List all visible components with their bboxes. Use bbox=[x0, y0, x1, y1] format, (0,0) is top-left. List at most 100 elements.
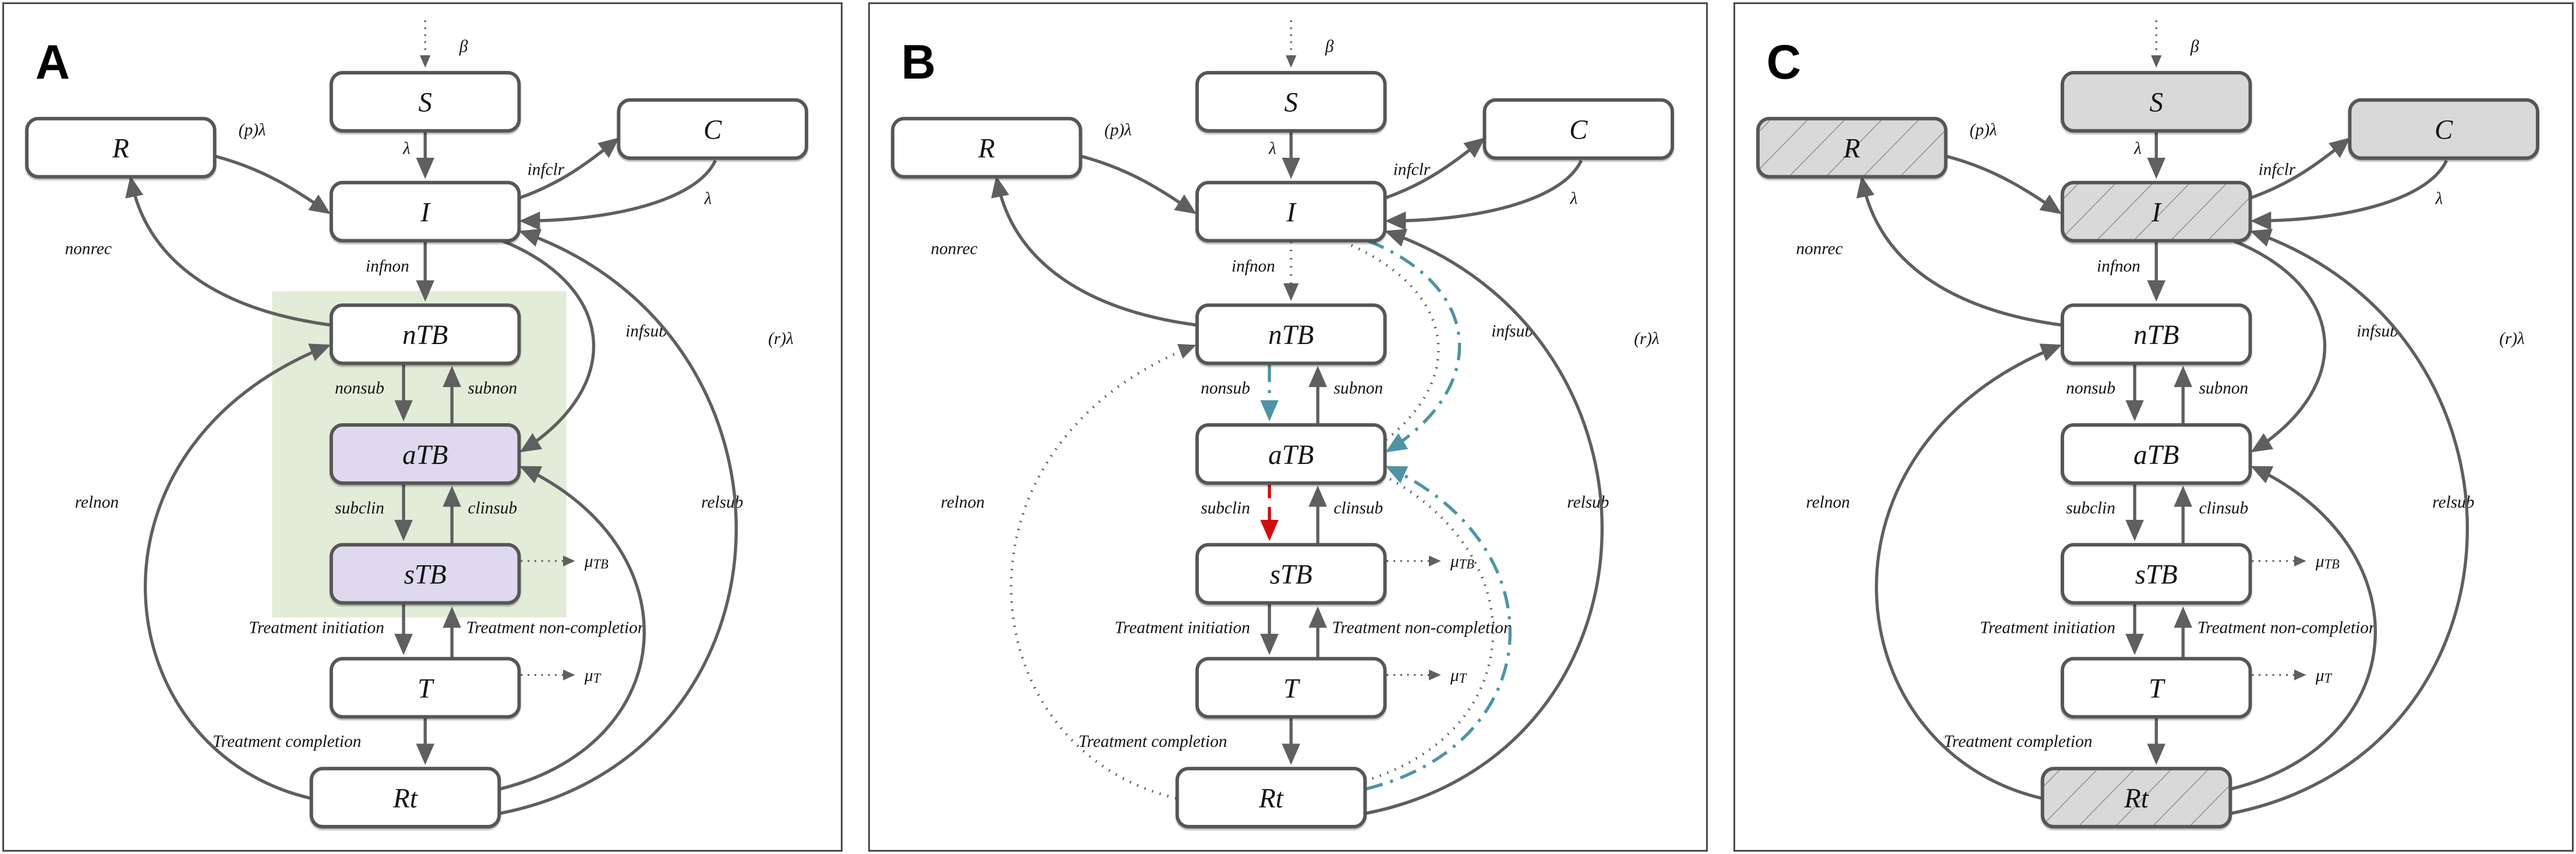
edge-infsub bbox=[1367, 239, 1461, 452]
node-label-R: R bbox=[1843, 133, 1860, 164]
edge-label-clinsub: clinsub bbox=[1333, 499, 1383, 518]
node-C bbox=[2348, 98, 2540, 160]
edge-infclr bbox=[519, 137, 620, 200]
edge-p_lambda bbox=[1081, 154, 1197, 214]
edge-relnon bbox=[143, 343, 331, 800]
edge-infclr bbox=[2251, 137, 2351, 200]
node-R-hatch bbox=[1760, 120, 1945, 175]
node-label-I: I bbox=[1286, 197, 1297, 228]
node-label-sTB: sTB bbox=[2135, 559, 2178, 590]
node-S bbox=[330, 70, 521, 133]
edge-label-trt_noncomp: Treatment non-completion bbox=[1332, 618, 1512, 637]
node-aTB bbox=[2061, 423, 2252, 485]
edge-relnon bbox=[1010, 343, 1197, 800]
panel-label-C: C bbox=[1767, 34, 1801, 89]
edge-label-p_lambda: (p)λ bbox=[1104, 121, 1131, 139]
node-T bbox=[330, 657, 521, 719]
edge-r_lambda bbox=[500, 229, 738, 815]
edge-label-infclr: infclr bbox=[1393, 160, 1430, 179]
edge-label-mu_t: μT bbox=[584, 666, 601, 685]
node-label-Rt: Rt bbox=[392, 784, 418, 814]
edge-label-beta: β bbox=[2190, 37, 2199, 56]
edge-nonrec bbox=[1856, 175, 2062, 327]
edge-p_lambda bbox=[1947, 154, 2062, 214]
edge-nonrec bbox=[990, 175, 1197, 327]
edge-label-subclin: subclin bbox=[1201, 499, 1250, 518]
edge-label-trt_comp: Treatment completion bbox=[1944, 732, 2092, 751]
node-S bbox=[1195, 70, 1387, 133]
edge-label-r_lambda: (r)λ bbox=[768, 329, 794, 348]
edge-label-infnon: infnon bbox=[366, 257, 409, 275]
edge-label-lambda_si: λ bbox=[2133, 139, 2142, 158]
edge-nonrec bbox=[125, 175, 331, 327]
edge-label-mu_tb: μTB bbox=[584, 552, 608, 571]
edge-label-clinsub: clinsub bbox=[2199, 499, 2249, 518]
node-sTB bbox=[330, 543, 521, 605]
edge-infclr bbox=[1385, 137, 1485, 200]
node-nTB bbox=[330, 303, 521, 366]
node-R bbox=[890, 116, 1082, 179]
node-nTB bbox=[1195, 303, 1387, 366]
edge-r_lambda bbox=[2231, 229, 2469, 815]
edge-lambda_ci bbox=[1385, 160, 1583, 231]
node-I bbox=[330, 180, 521, 243]
edge-relsub bbox=[1365, 466, 1512, 791]
node-R bbox=[25, 116, 217, 179]
edge-label-infnon: infnon bbox=[2097, 257, 2140, 275]
node-label-R: R bbox=[978, 133, 995, 164]
edge-label-r_lambda: (r)λ bbox=[2500, 329, 2525, 348]
edge-label-mu_tb: μTB bbox=[2315, 552, 2340, 571]
node-label-nTB: nTB bbox=[1268, 320, 1314, 351]
edge-label-mu_t: μT bbox=[2315, 666, 2333, 685]
edge-label-p_lambda: (p)λ bbox=[239, 121, 266, 139]
node-label-S: S bbox=[2150, 87, 2163, 118]
edge-label-subclin: subclin bbox=[335, 499, 384, 518]
edge-label-lambda_si: λ bbox=[402, 139, 411, 158]
node-label-R: R bbox=[112, 133, 129, 164]
node-aTB bbox=[330, 423, 521, 485]
edge-relnon bbox=[1875, 343, 2062, 800]
node-S bbox=[2061, 70, 2252, 133]
node-sTB bbox=[1195, 543, 1387, 605]
node-label-Rt: Rt bbox=[2124, 784, 2150, 814]
edge-label-mu_t: μT bbox=[1450, 666, 1467, 685]
node-label-aTB: aTB bbox=[1268, 440, 1314, 470]
edge-label-nonsub: nonsub bbox=[2067, 379, 2116, 398]
node-C bbox=[617, 98, 808, 160]
edge-relsub bbox=[500, 466, 646, 791]
node-label-C: C bbox=[1569, 115, 1588, 146]
edge-label-nonsub: nonsub bbox=[335, 379, 384, 398]
node-label-C: C bbox=[703, 115, 723, 146]
node-C bbox=[1482, 98, 1674, 160]
edge-label-nonrec: nonrec bbox=[930, 239, 977, 258]
node-label-sTB: sTB bbox=[404, 559, 447, 590]
edge-label-r_lambda: (r)λ bbox=[1634, 329, 1659, 348]
edge-label-lambda_ci: λ bbox=[2435, 189, 2443, 208]
edge-p_lambda bbox=[215, 154, 331, 214]
edge-relsub-dotted bbox=[1356, 472, 1494, 785]
edge-label-trt_noncomp: Treatment non-completion bbox=[466, 618, 646, 637]
edge-label-infclr: infclr bbox=[528, 160, 565, 179]
node-label-nTB: nTB bbox=[402, 320, 448, 351]
node-Rt-hatch bbox=[2044, 770, 2229, 825]
edge-label-subnon: subnon bbox=[1333, 379, 1383, 398]
node-label-C: C bbox=[2435, 115, 2454, 146]
edge-label-relnon: relnon bbox=[940, 493, 984, 512]
node-label-nTB: nTB bbox=[2133, 320, 2179, 351]
node-label-I: I bbox=[2152, 197, 2163, 228]
edge-label-subnon: subnon bbox=[468, 379, 518, 398]
node-label-S: S bbox=[418, 87, 431, 118]
edge-label-trt_init: Treatment initiation bbox=[1980, 618, 2116, 637]
node-I bbox=[1195, 180, 1387, 243]
edge-label-trt_noncomp: Treatment non-completion bbox=[2198, 618, 2377, 637]
edge-infsub bbox=[501, 239, 596, 452]
edge-label-beta: β bbox=[459, 37, 468, 56]
node-nTB bbox=[2061, 303, 2252, 366]
edge-label-beta: β bbox=[1325, 37, 1334, 56]
node-Rt bbox=[309, 767, 501, 829]
edge-label-mu_tb: μTB bbox=[1450, 552, 1474, 571]
